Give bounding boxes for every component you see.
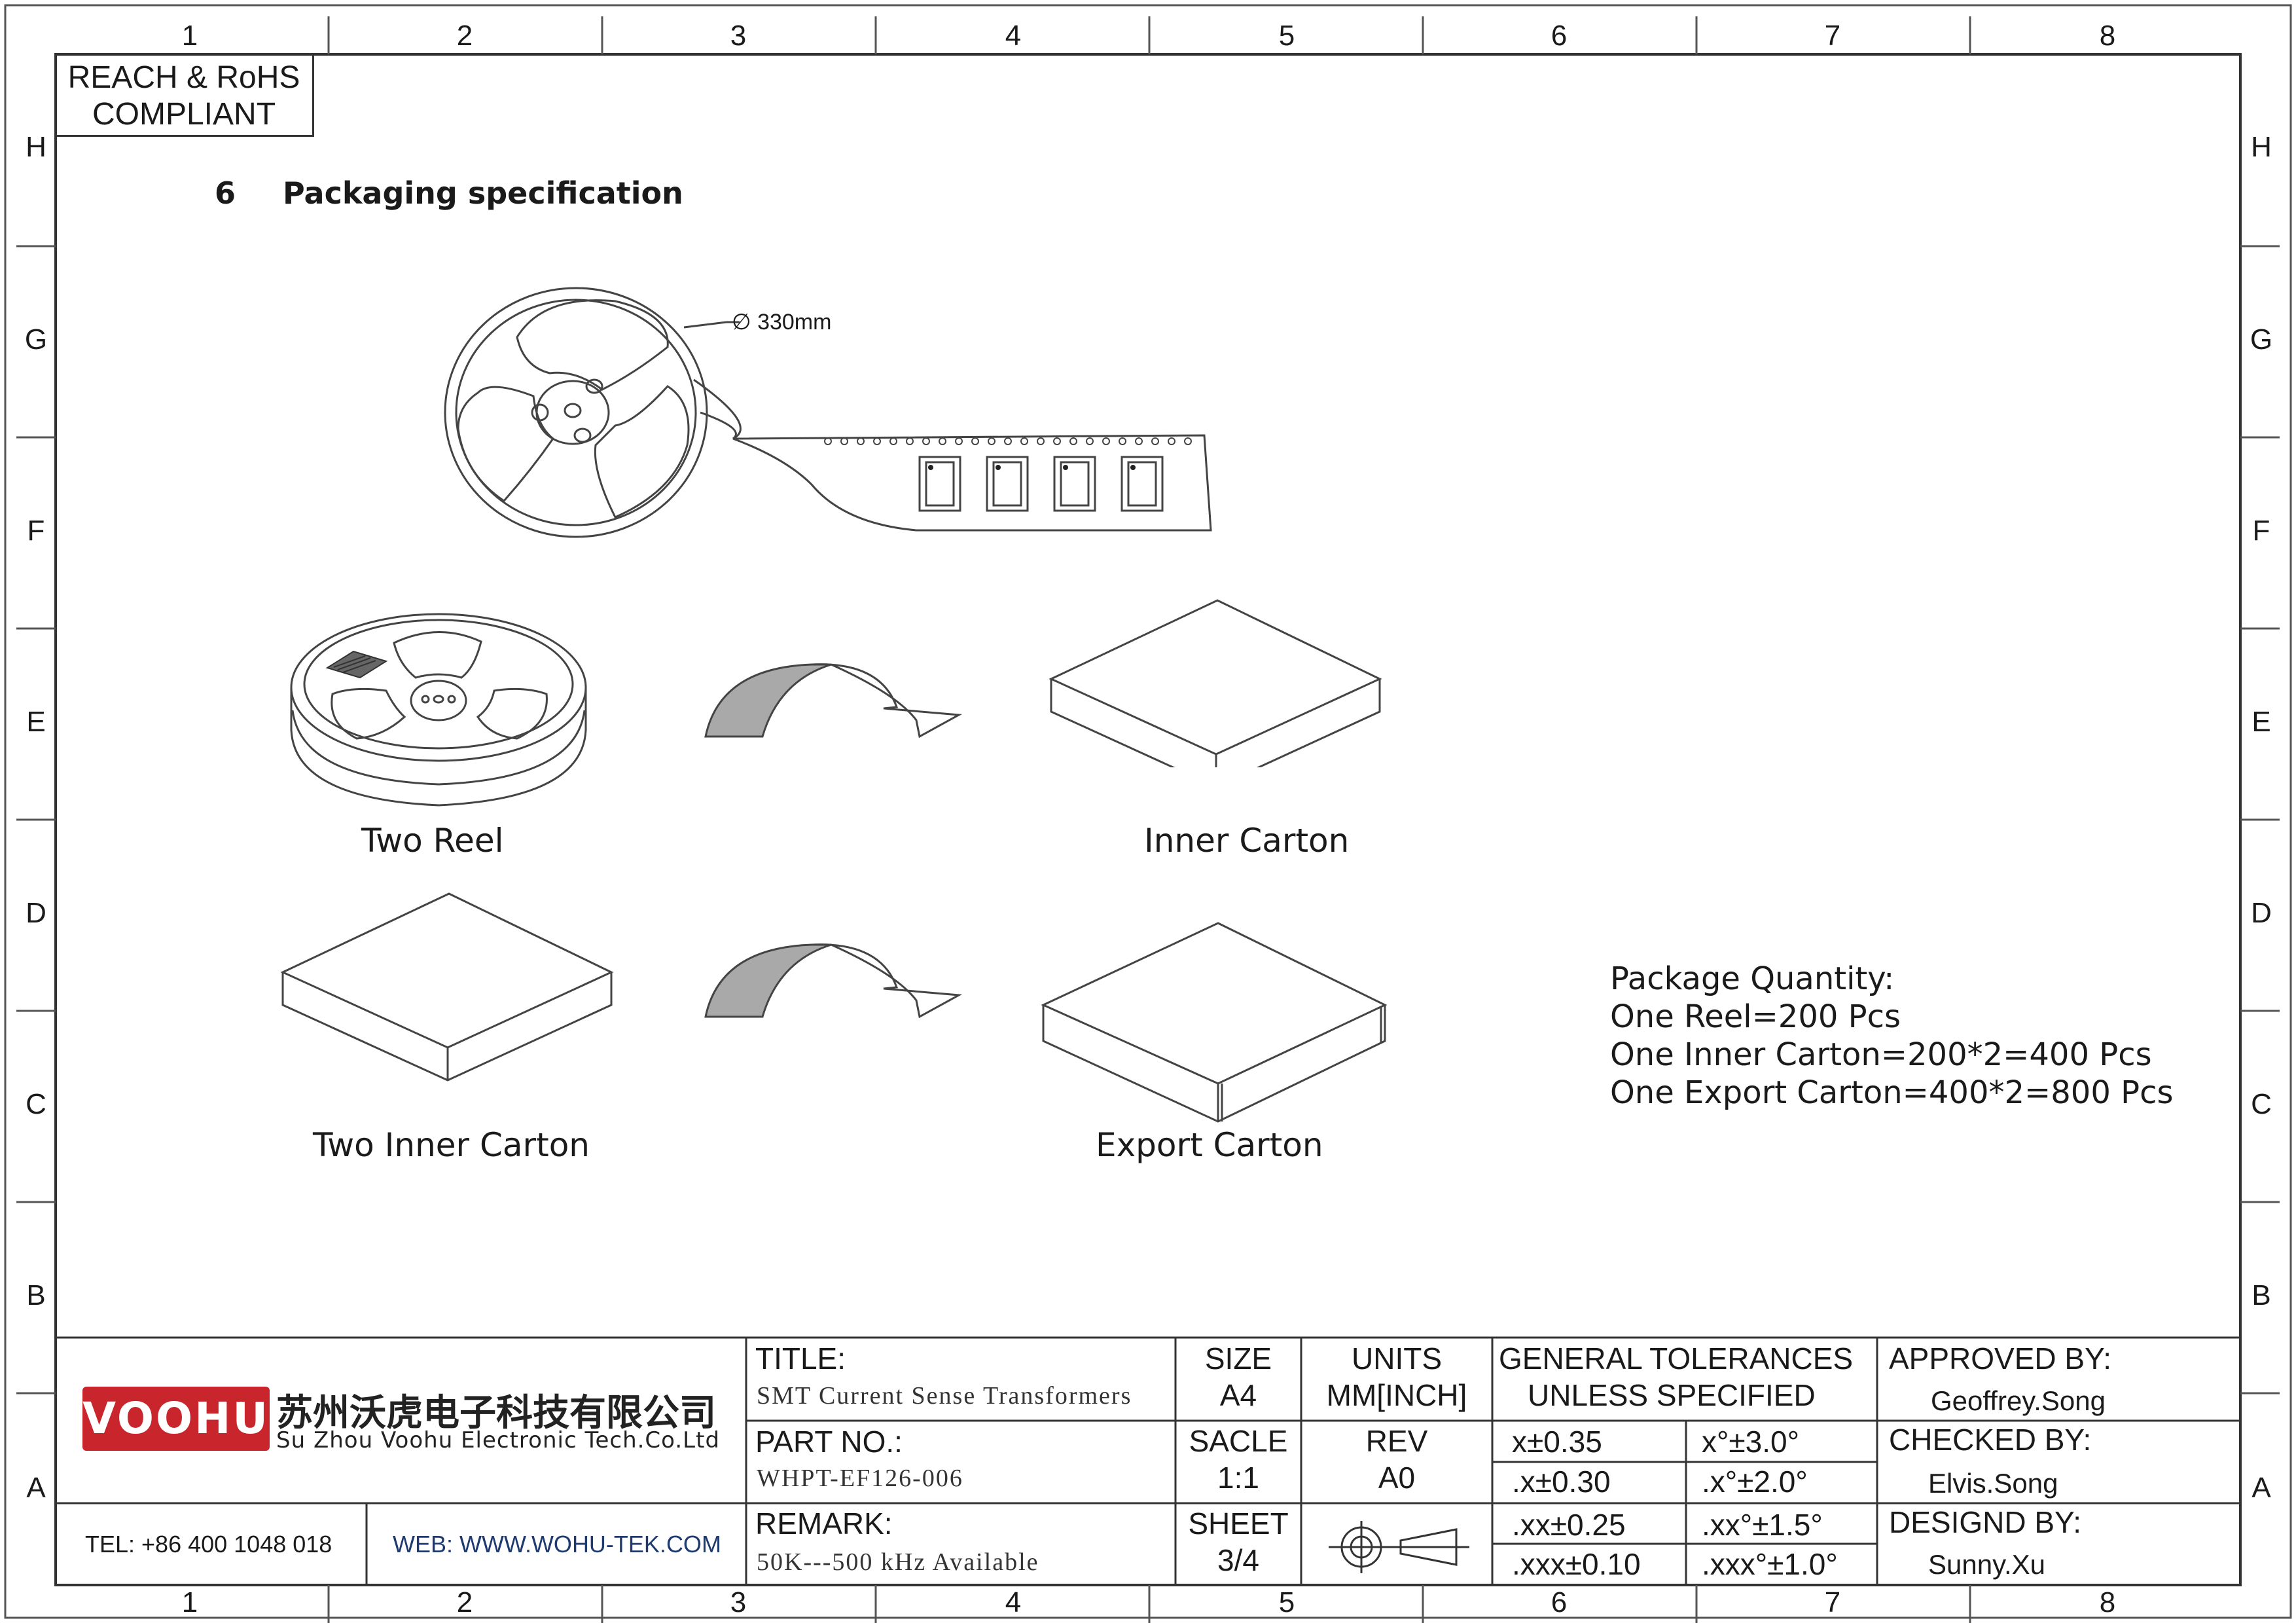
reel-diameter-callout: ∅ 330mm <box>732 309 831 335</box>
scale-value: 1:1 <box>1217 1461 1259 1495</box>
zone-col-5-bottom: 5 <box>1278 1586 1295 1618</box>
zone-row-A-right: A <box>2251 1472 2271 1504</box>
tolerance-linear-3: .xxx±0.10 <box>1512 1547 1641 1581</box>
approved-by-value: Geoffrey.Song <box>1931 1385 2106 1416</box>
sheet-value: 3/4 <box>1217 1543 1259 1577</box>
zone-row-E-right: E <box>2251 706 2271 738</box>
two-inner-carton-drawing <box>280 892 614 1082</box>
tolerance-angular-2: .xx°±1.5° <box>1702 1508 1823 1542</box>
tolerance-angular-3: .xxx°±1.0° <box>1702 1547 1838 1581</box>
caption-two-reel: Two Reel <box>361 822 504 860</box>
zone-row-F-left: F <box>27 515 45 547</box>
zone-col-8-top: 8 <box>2099 20 2116 52</box>
zone-row-A-left: A <box>26 1472 46 1504</box>
size-value: A4 <box>1219 1378 1257 1412</box>
designed-by-label: DESIGND BY: <box>1889 1505 2081 1539</box>
compliance-line-2: COMPLIANT <box>92 97 276 132</box>
checked-by-label: CHECKED BY: <box>1889 1423 2092 1457</box>
zone-row-C-left: C <box>26 1088 46 1120</box>
units-value: MM[INCH] <box>1326 1378 1467 1412</box>
zone-row-E-left: E <box>26 706 46 738</box>
diameter-symbol: ∅ <box>732 310 751 335</box>
arrow-reel-to-inner-icon <box>704 663 963 739</box>
tolerance-linear-0: x±0.35 <box>1512 1425 1602 1459</box>
zone-col-3-top: 3 <box>730 20 747 52</box>
two-reel-drawing <box>290 613 587 807</box>
third-angle-projection-icon <box>1329 1521 1469 1573</box>
rev-label: REV <box>1365 1424 1428 1458</box>
zone-col-5-top: 5 <box>1278 20 1295 52</box>
tolerance-linear-2: .xx±0.25 <box>1512 1508 1626 1542</box>
caption-two-inner-carton: Two Inner Carton <box>313 1126 590 1164</box>
tolerance-angular-1: .x°±2.0° <box>1702 1465 1808 1499</box>
export-carton-drawing <box>1041 922 1388 1123</box>
compliance-box: REACH & RoHS COMPLIANT <box>56 54 314 137</box>
zone-col-2-top: 2 <box>456 20 473 52</box>
zone-col-6-bottom: 6 <box>1551 1586 1568 1618</box>
tolerance-title-2: UNLESS SPECIFIED <box>1528 1378 1816 1412</box>
company-web-link[interactable]: WEB: WWW.WOHU-TEK.COM <box>393 1531 721 1558</box>
arrow-inner-to-export-icon <box>704 943 963 1019</box>
inner-carton-drawing <box>1049 599 1382 767</box>
zone-col-4-top: 4 <box>1005 20 1022 52</box>
section-number: 6 <box>215 175 236 211</box>
part-no-label: PART NO.: <box>755 1425 903 1459</box>
sheet-label: SHEET <box>1188 1506 1289 1541</box>
company-tel: TEL: +86 400 1048 018 <box>85 1531 332 1558</box>
company-name-cn: 苏州沃虎电子科技有限公司 <box>276 1392 716 1434</box>
remark-label: REMARK: <box>755 1506 893 1541</box>
tolerance-linear-1: .x±0.30 <box>1512 1465 1611 1499</box>
package-quantity-heading: Package Quantity: <box>1610 960 1895 997</box>
zone-row-B-left: B <box>26 1279 46 1311</box>
zone-col-7-bottom: 7 <box>1824 1586 1841 1618</box>
section-heading: 6 Packaging specification <box>215 175 683 211</box>
zone-row-F-right: F <box>2252 515 2270 547</box>
zone-col-4-bottom: 4 <box>1005 1586 1022 1618</box>
checked-by-value: Elvis.Song <box>1928 1468 2058 1499</box>
designed-by-value: Sunny.Xu <box>1928 1549 2046 1580</box>
zone-row-G-right: G <box>2250 323 2273 356</box>
zone-col-7-top: 7 <box>1824 20 1841 52</box>
reel-with-tape-drawing <box>444 287 1212 538</box>
package-quantity-line-3: One Export Carton=400*2=800 Pcs <box>1610 1074 2174 1111</box>
reel-diameter-label: 330mm <box>757 310 832 335</box>
zone-col-1-bottom: 1 <box>181 1586 198 1618</box>
compliance-line-1: REACH & RoHS <box>67 60 300 95</box>
rev-value: A0 <box>1378 1461 1416 1495</box>
remark-value: 50K---500 kHz Available <box>757 1548 1039 1576</box>
package-quantity-line-2: One Inner Carton=200*2=400 Pcs <box>1610 1036 2152 1073</box>
tolerance-title-1: GENERAL TOLERANCES <box>1499 1341 1854 1376</box>
scale-label: SACLE <box>1189 1424 1288 1458</box>
section-title: Packaging specification <box>283 175 683 211</box>
zone-row-C-right: C <box>2251 1088 2272 1120</box>
zone-col-6-top: 6 <box>1551 20 1568 52</box>
zone-row-D-left: D <box>26 897 46 929</box>
package-quantity-block: Package Quantity: One Reel=200 Pcs One I… <box>1610 960 2173 1112</box>
zone-row-H-left: H <box>26 131 46 163</box>
title-label: TITLE: <box>755 1341 846 1376</box>
zone-row-B-right: B <box>2251 1279 2271 1311</box>
zone-row-D-right: D <box>2251 897 2272 929</box>
company-name-en: Su Zhou Voohu Electronic Tech.Co.Ltd <box>276 1427 721 1453</box>
zone-col-2-bottom: 2 <box>456 1586 473 1618</box>
caption-export-carton: Export Carton <box>1096 1126 1323 1164</box>
zone-col-1-top: 1 <box>181 20 198 52</box>
zone-row-G-left: G <box>24 323 48 356</box>
zone-col-3-bottom: 3 <box>730 1586 747 1618</box>
zone-row-H-right: H <box>2251 131 2272 163</box>
zone-col-8-bottom: 8 <box>2099 1586 2116 1618</box>
part-no-value: WHPT-EF126-006 <box>757 1465 963 1492</box>
package-quantity-line-1: One Reel=200 Pcs <box>1610 998 1901 1035</box>
size-label: SIZE <box>1204 1341 1272 1376</box>
title-value: SMT Current Sense Transformers <box>757 1382 1132 1410</box>
tolerance-angular-0: x°±3.0° <box>1702 1425 1799 1459</box>
units-label: UNITS <box>1352 1341 1442 1376</box>
voohu-logo: VOOHU <box>82 1387 270 1451</box>
approved-by-label: APPROVED BY: <box>1889 1341 2112 1376</box>
caption-inner-carton: Inner Carton <box>1144 822 1350 860</box>
